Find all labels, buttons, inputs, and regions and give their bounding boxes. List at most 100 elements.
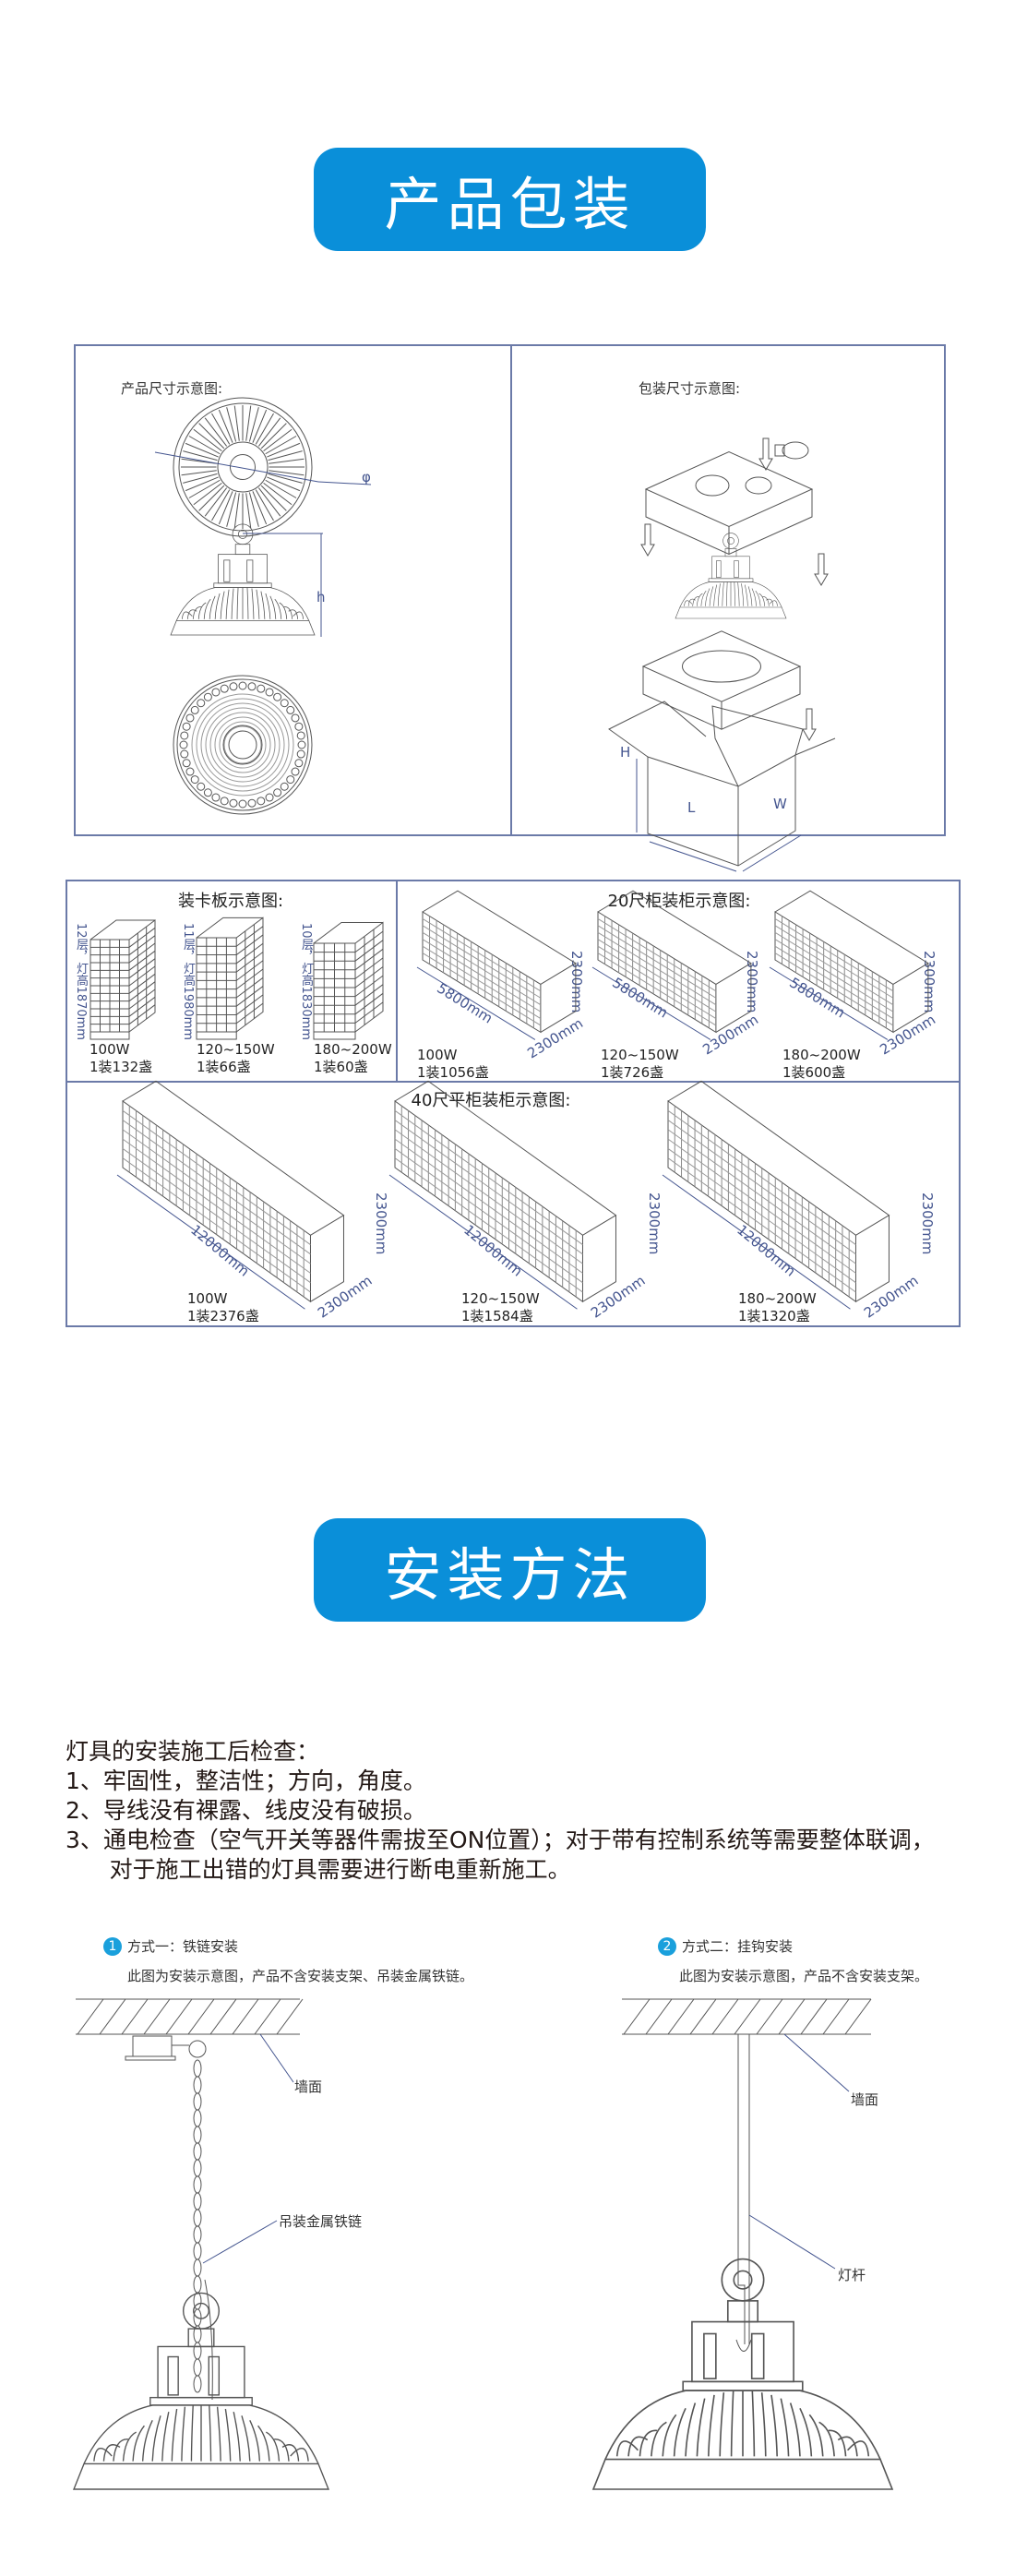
packed-lamp [675, 533, 787, 619]
iron-chain [172, 2040, 213, 2401]
qty: 1装60盏 [314, 1059, 368, 1075]
c40-height: 2300mm [646, 1192, 663, 1255]
check-item: 1、牢固性，整洁性；方向，角度。 [66, 1767, 426, 1794]
method-title: 方式一：铁链安装 [127, 1938, 239, 1955]
container-40ft [388, 1080, 617, 1310]
pallet-layers-label: 12层，灯高1870mm [74, 923, 88, 1040]
method-1-heading: 1 方式一：铁链安装 [103, 1936, 238, 1956]
dim-phi: φ [362, 469, 371, 485]
method-note: 此图为安装示意图，产品不含安装支架、吊装金属铁链。 [127, 1968, 474, 1984]
height-dimension [243, 533, 323, 637]
packaging-title: 产品包装 [384, 171, 636, 238]
check-item: 2、导线没有裸露、线皮没有破损。 [66, 1797, 426, 1824]
install-title-banner: 安装方法 [314, 1518, 706, 1622]
method-title: 方式二：挂钩安装 [682, 1938, 794, 1955]
c40-height: 2300mm [373, 1192, 389, 1255]
ceiling [622, 1998, 872, 2035]
container20-title: 20尺柜装柜示意图: [607, 892, 751, 911]
pallet-layers-label: 11层，灯高1980mm [181, 923, 195, 1040]
packaging-title-banner: 产品包装 [314, 148, 706, 251]
qty: 1装66盏 [197, 1059, 251, 1075]
watt: 120~150W [601, 1047, 679, 1063]
c20-height: 2300mm [744, 951, 760, 1013]
watt: 180~200W [314, 1041, 392, 1058]
qty: 1装2376盏 [187, 1308, 259, 1324]
divider [66, 1081, 961, 1083]
diameter-dimension [154, 451, 372, 485]
watt: 180~200W [782, 1047, 861, 1063]
c20-height: 2300mm [921, 951, 937, 1013]
pallet-stack [313, 921, 384, 1040]
container-20ft [591, 890, 752, 1040]
carton-arrow [802, 708, 817, 741]
check-heading: 灯具的安装施工后检查： [66, 1738, 320, 1765]
watt: 180~200W [738, 1290, 817, 1307]
container-20ft [769, 890, 929, 1040]
hanging-lamp [72, 2292, 330, 2490]
wall-label: 墙面 [294, 2079, 323, 2095]
method-2-heading: 2 方式二：挂钩安装 [658, 1936, 793, 1956]
lamp-rod [735, 2034, 752, 2352]
pallet-layers-label: 10层，灯高1830mm [299, 923, 313, 1040]
bottom-foam-insert [641, 630, 802, 730]
method-number-badge: 1 [103, 1936, 122, 1956]
pallet-stack [196, 917, 264, 1040]
accessory-arrow [758, 437, 809, 471]
wall-label: 墙面 [851, 2091, 879, 2108]
check-item: 对于施工出错的灯具需要进行断电重新施工。 [66, 1856, 571, 1883]
watt: 120~150W [461, 1290, 540, 1307]
qty: 1装132盏 [90, 1059, 153, 1075]
carton-dimensions [636, 759, 802, 872]
chain-label: 吊装金属铁链 [279, 2213, 363, 2230]
watt: 100W [417, 1047, 458, 1063]
rod-label: 灯杆 [838, 2267, 866, 2283]
method-note: 此图为安装示意图，产品不含安装支架。 [679, 1968, 929, 1984]
watt: 120~150W [197, 1041, 275, 1058]
product-side-view [170, 523, 316, 636]
dim-L: L [687, 799, 696, 816]
container-40ft [116, 1080, 345, 1310]
qty: 1装726盏 [601, 1064, 664, 1081]
loading-panel [66, 880, 961, 1327]
watt: 100W [187, 1290, 228, 1307]
leader-lines [748, 2033, 850, 2270]
qty: 1装1584盏 [461, 1308, 533, 1324]
foam-arrow [640, 523, 829, 586]
container40-title: 40尺平柜装柜示意图: [411, 1091, 571, 1110]
dimensions-panel [74, 344, 946, 836]
c40-height: 2300mm [919, 1192, 936, 1255]
divider [396, 880, 398, 1082]
product-dims-label: 产品尺寸示意图: [121, 380, 223, 397]
install-title: 安装方法 [384, 1541, 636, 1609]
package-dims-label: 包装尺寸示意图: [639, 380, 741, 397]
hanging-lamp [591, 2258, 894, 2490]
junction-box [125, 2035, 176, 2061]
c20-height: 2300mm [568, 951, 585, 1013]
leader-lines [202, 2033, 294, 2264]
qty: 1装1320盏 [738, 1308, 810, 1324]
ceiling [76, 1998, 304, 2035]
pallet-stack [90, 919, 156, 1040]
qty: 1装1056盏 [417, 1064, 489, 1081]
top-foam-insert [644, 450, 814, 556]
dim-H: H [620, 744, 631, 761]
qty: 1装600盏 [782, 1064, 846, 1081]
container-40ft [662, 1080, 890, 1310]
pallet-title: 装卡板示意图: [177, 892, 284, 911]
dim-W: W [773, 796, 787, 812]
container-20ft [416, 890, 577, 1040]
method-number-badge: 2 [658, 1936, 676, 1956]
watt: 100W [90, 1041, 130, 1058]
carton-box [608, 701, 836, 867]
product-bottom-view [173, 675, 313, 815]
check-item: 3、通电检查（空气开关等器件需拔至ON位置）；对于带有控制系统等需要整体联调， [66, 1827, 935, 1853]
